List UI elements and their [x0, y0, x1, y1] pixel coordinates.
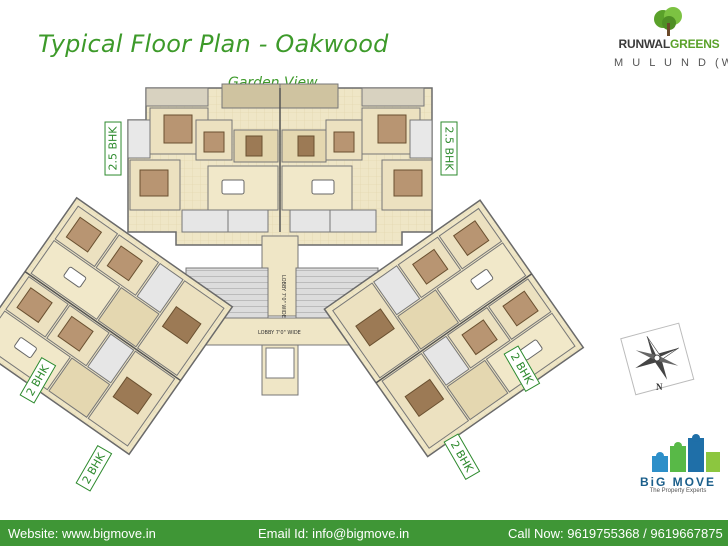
tree-icon	[654, 7, 682, 36]
unit-label-top-right: 2.5 BHK	[440, 121, 458, 176]
top-block	[127, 83, 433, 246]
brand-location: M U L U N D (W)	[614, 57, 728, 69]
bigmove-name: BiG MOVE	[639, 475, 716, 489]
svg-text:LOBBY 7'0" WIDE: LOBBY 7'0" WIDE	[280, 275, 286, 318]
svg-text:LOBBY 7'0" WIDE: LOBBY 7'0" WIDE	[258, 330, 301, 336]
bigmove-brand: BiG MOVE The Property Experts	[632, 475, 724, 494]
compass-icon: N	[620, 322, 695, 396]
svg-text:N: N	[656, 382, 663, 392]
footer-website-link[interactable]: Website: www.bigmove.in	[8, 526, 156, 541]
footer-bar: Website: www.bigmove.in Email Id: info@b…	[0, 520, 728, 546]
right-wing	[323, 199, 585, 458]
brand-name: RUNWALGREENS	[618, 37, 720, 51]
runwal-greens-logo: RUNWALGREENS M U L U N D (W)	[614, 6, 728, 69]
bigmove-tagline: The Property Experts	[649, 488, 707, 494]
footer-email-link[interactable]: Email Id: info@bigmove.in	[258, 526, 410, 541]
page-title: Typical Floor Plan - Oakwood	[38, 30, 389, 58]
unit-label-top-left: 2.5 BHK	[104, 121, 122, 176]
bigmove-logo-icon	[652, 434, 720, 472]
footer-phone-link[interactable]: Call Now: 9619755368 / 9619667875	[508, 526, 723, 541]
floor-plan: LOBBY 7'0" WIDE LOBBY 7'0" WIDE	[0, 83, 720, 472]
